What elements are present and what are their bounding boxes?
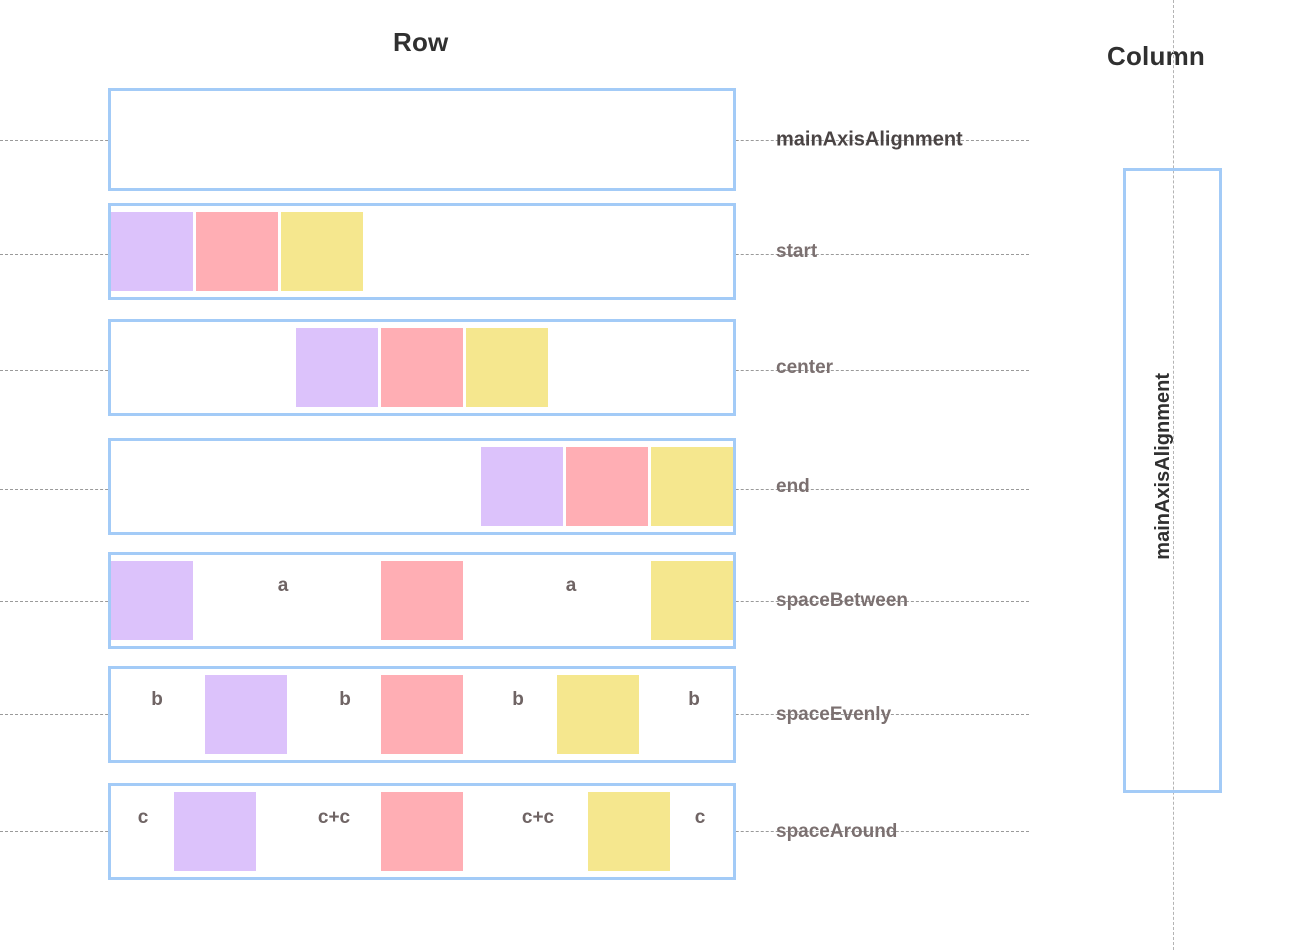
row-inner-spaceBetween bbox=[111, 555, 733, 646]
row-inner-spaceAround bbox=[111, 786, 733, 877]
row-container-end bbox=[108, 438, 736, 535]
flex-cell-purple bbox=[296, 328, 378, 407]
row-label-spaceBetween: spaceBetween bbox=[776, 589, 909, 611]
row-container-center bbox=[108, 319, 736, 416]
flex-cell-purple bbox=[205, 675, 287, 754]
column-container-box bbox=[1123, 168, 1222, 793]
flex-cell-purple bbox=[111, 561, 193, 640]
column-section-heading: Column bbox=[1107, 41, 1205, 71]
row-label-spaceEvenly: spaceEvenly bbox=[776, 703, 892, 725]
row-label-center: center bbox=[776, 356, 834, 378]
row-inner-spaceEvenly bbox=[111, 669, 733, 760]
flex-cell-yellow bbox=[588, 792, 671, 871]
row-container-start bbox=[108, 203, 736, 300]
row-container-header bbox=[108, 88, 736, 191]
flex-cell-yellow bbox=[651, 447, 733, 526]
flex-cell-pink bbox=[196, 212, 278, 291]
row-label-spaceAround: spaceAround bbox=[776, 820, 898, 842]
row-container-spaceEvenly bbox=[108, 666, 736, 763]
flex-cell-purple bbox=[481, 447, 563, 526]
flex-cell-pink bbox=[380, 792, 463, 871]
flex-cell-yellow bbox=[651, 561, 733, 640]
flex-cell-pink bbox=[381, 561, 463, 640]
flex-cell-pink bbox=[381, 675, 463, 754]
row-label-start: start bbox=[776, 240, 818, 262]
flex-cell-pink bbox=[381, 328, 463, 407]
flex-cell-yellow bbox=[557, 675, 639, 754]
row-section-heading: Row bbox=[393, 27, 449, 57]
row-inner-start bbox=[111, 206, 733, 297]
flex-cell-yellow bbox=[281, 212, 363, 291]
flex-cell-purple bbox=[173, 792, 256, 871]
flex-cell-pink bbox=[566, 447, 648, 526]
row-inner-center bbox=[111, 322, 733, 413]
flex-cell-yellow bbox=[466, 328, 548, 407]
row-inner-header bbox=[111, 91, 733, 188]
row-inner-end bbox=[111, 441, 733, 532]
flex-cell-purple bbox=[111, 212, 193, 291]
vertical-guide-line bbox=[1173, 0, 1174, 950]
row-container-spaceAround bbox=[108, 783, 736, 880]
row-container-spaceBetween bbox=[108, 552, 736, 649]
column-main-axis-label: mainAxisAlignment bbox=[1152, 373, 1174, 560]
row-label-header: mainAxisAlignment bbox=[776, 128, 963, 150]
row-label-end: end bbox=[776, 475, 810, 497]
